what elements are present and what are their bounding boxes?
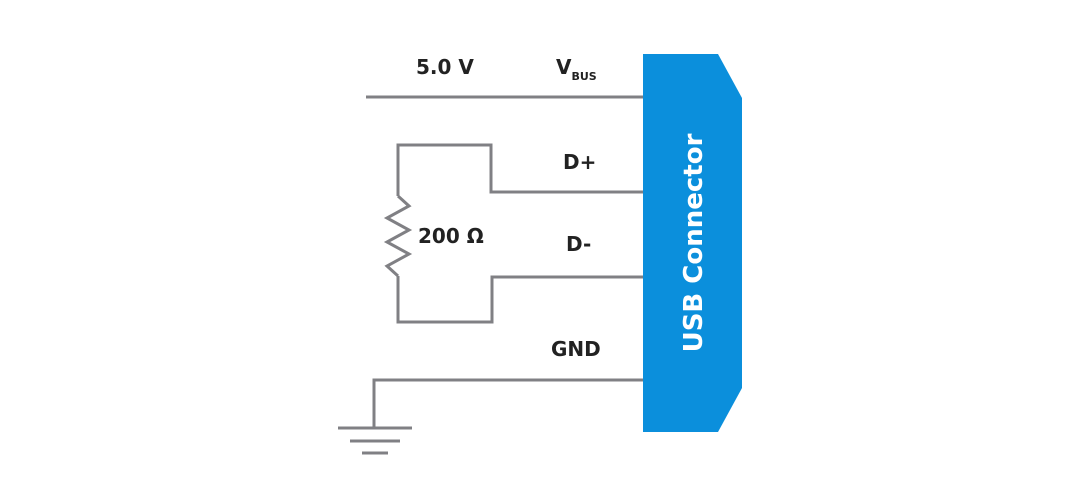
resistor-symbol: [383, 194, 413, 278]
usb-connector-block: [643, 54, 742, 432]
d-minus-label: D-: [566, 232, 591, 256]
vbus-label: VBUS: [556, 55, 597, 83]
d-plus-label: D+: [563, 150, 596, 174]
usb-connector-label: USB Connector: [679, 133, 709, 352]
gnd-wire: [372, 378, 643, 428]
ground-symbol-icon: [338, 426, 412, 455]
vbus-label-main: V: [556, 55, 572, 79]
resistor-label: 200 Ω: [418, 224, 484, 248]
d-plus-wire: [396, 143, 643, 196]
d-minus-wire: [396, 275, 643, 324]
gnd-label: GND: [551, 337, 601, 361]
vbus-label-sub: BUS: [571, 70, 596, 83]
voltage-label: 5.0 V: [416, 55, 474, 79]
